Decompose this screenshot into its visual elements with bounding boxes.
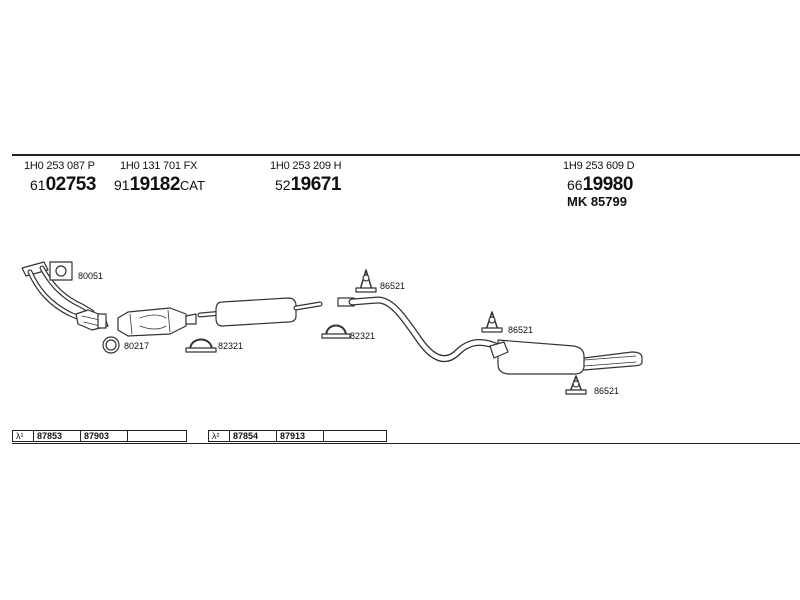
part-main: 02753: [45, 174, 97, 195]
part-number-catalyst: 9119182CAT: [114, 174, 205, 196]
rubber-hanger-icon: [481, 311, 503, 333]
label-hanger-2: 86521: [508, 325, 534, 335]
part-prefix: 66: [567, 177, 583, 193]
oe-number-rear-silencer: 1H9 253 609 D: [563, 160, 635, 172]
part-number-rear-silencer: 6619980: [567, 174, 633, 196]
flange-gasket-icon: [49, 261, 73, 281]
pipe-clamp-icon: [321, 324, 351, 339]
lambda-symbol: λ¹: [12, 430, 34, 442]
lambda-sensor-table-1: λ¹ 87853 87903: [12, 430, 187, 442]
part-main: 19182: [129, 174, 181, 195]
part-main: 19671: [290, 174, 342, 195]
mounting-kit-number: MK 85799: [567, 194, 627, 209]
sealing-ring-icon: [102, 336, 120, 354]
part-prefix: 61: [30, 177, 46, 193]
sensor-cell: 87903: [80, 430, 128, 442]
oe-number-front-pipe: 1H0 253 087 P: [24, 160, 95, 172]
sensor-cell: [127, 430, 187, 442]
label-ring: 80217: [124, 341, 150, 351]
lambda-symbol: λ²: [208, 430, 230, 442]
rear-silencer: [489, 339, 643, 375]
sensor-cell: 87913: [276, 430, 324, 442]
label-hanger-3: 86521: [594, 386, 620, 396]
part-number-front-pipe: 6102753: [30, 174, 96, 196]
top-divider-line: [12, 154, 800, 156]
bottom-divider-line: [12, 443, 800, 444]
middle-silencer: [197, 297, 323, 327]
rubber-hanger-icon: [565, 375, 587, 395]
oe-number-catalyst: 1H0 131 701 FX: [120, 160, 198, 172]
label-clamp-1: 82321: [218, 341, 244, 351]
sensor-cell: 87854: [229, 430, 277, 442]
label-hanger-1: 86521: [380, 281, 406, 291]
front-pipe: [21, 261, 109, 331]
part-main: 19980: [582, 174, 634, 195]
oe-number-middle-silencer: 1H0 253 209 H: [270, 160, 342, 172]
pipe-clamp-icon: [185, 338, 217, 353]
rubber-hanger-icon: [355, 269, 377, 293]
sensor-cell: [323, 430, 387, 442]
part-prefix: 91: [114, 177, 130, 193]
label-gasket: 80051: [78, 271, 104, 281]
intermediate-pipe: [337, 296, 504, 362]
catalytic-converter: [117, 307, 197, 337]
lambda-sensor-table-2: λ² 87854 87913: [208, 430, 387, 442]
part-number-middle-silencer: 5219671: [275, 174, 341, 196]
label-clamp-2: 82321: [350, 331, 376, 341]
part-prefix: 52: [275, 177, 291, 193]
sensor-cell: 87853: [33, 430, 81, 442]
part-suffix: CAT: [179, 178, 205, 193]
